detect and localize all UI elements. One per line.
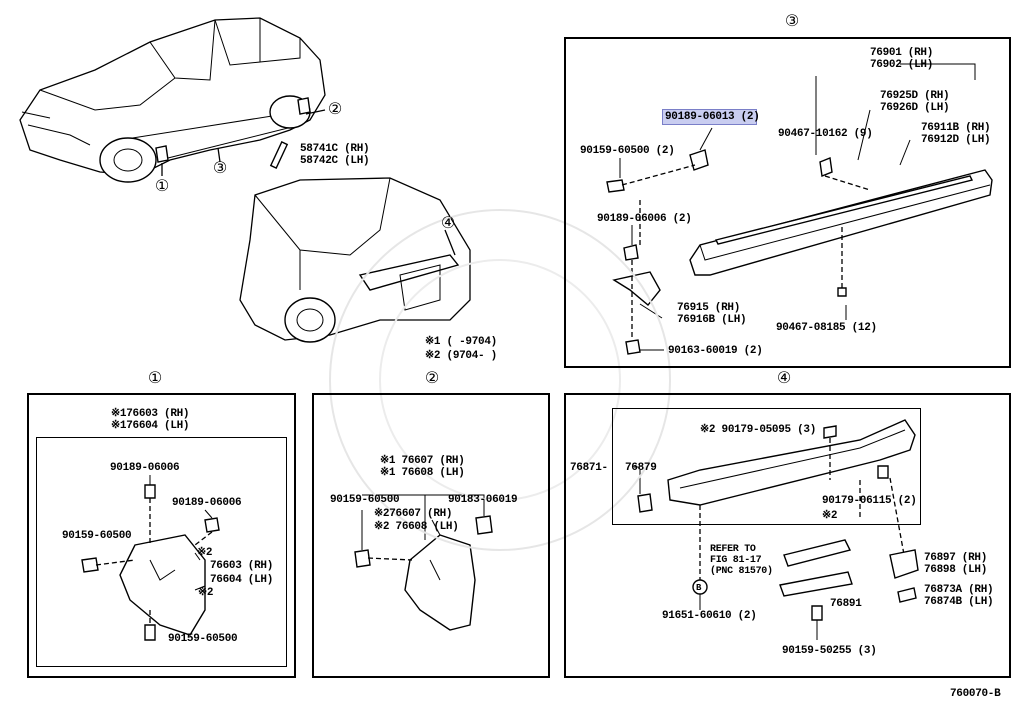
- rear-mudguard-drawing: [354, 494, 493, 631]
- rear-spoiler-drawing: [634, 419, 919, 640]
- s2-header-lh[interactable]: ※1 76608 (LH): [380, 467, 465, 479]
- part-90467-08185[interactable]: 90467-08185 (12): [776, 322, 877, 334]
- part-90183-06019[interactable]: 90183-06019: [448, 494, 518, 506]
- figure-code: 760070-B: [950, 688, 1001, 700]
- section4-heading: ④: [776, 368, 792, 387]
- s1-header-rh[interactable]: ※176603 (RH): [111, 408, 190, 420]
- part-76874b[interactable]: 76874B (LH): [924, 596, 994, 608]
- rocker-panel-drawing: [606, 63, 993, 355]
- sedan-rear-illustration: [239, 177, 471, 343]
- part-91651-60610[interactable]: 91651-60610 (2): [662, 610, 757, 622]
- part-90159-60500-b[interactable]: 90159-60500: [168, 633, 238, 645]
- part-90159-50255[interactable]: 90159-50255 (3): [782, 645, 877, 657]
- part-90467-10162[interactable]: 90467-10162 (9): [778, 128, 873, 140]
- part-76879[interactable]: 76879: [625, 462, 657, 474]
- part-90163-60019[interactable]: 90163-60019 (2): [668, 345, 763, 357]
- part-76604[interactable]: 76604 (LH): [210, 574, 274, 586]
- part-58741c[interactable]: 58741C (RH): [300, 143, 370, 155]
- part-90179-05095[interactable]: ※2 90179-05095 (3): [700, 424, 817, 436]
- section4-inner-frame: [612, 408, 921, 525]
- section2-frame: [312, 393, 550, 678]
- note-star1: ※1 ( -9704): [425, 336, 497, 348]
- part-90159-60500-s3[interactable]: 90159-60500 (2): [580, 145, 675, 157]
- part-58742c[interactable]: 58742C (LH): [300, 155, 370, 167]
- section2-heading: ②: [424, 368, 440, 387]
- car-callout-1[interactable]: ①: [154, 176, 170, 195]
- section1-frame: [27, 393, 296, 678]
- part-76915[interactable]: 76915 (RH): [677, 302, 741, 314]
- car-callout-2[interactable]: ②: [327, 99, 343, 118]
- part-90189-06013[interactable]: 90189-06013 (2): [665, 111, 760, 123]
- b-marker: B: [696, 583, 702, 593]
- part-90189-06006-a[interactable]: 90189-06006: [110, 462, 180, 474]
- part-76912d[interactable]: 76912D (LH): [921, 134, 991, 146]
- part-76873a[interactable]: 76873A (RH): [924, 584, 994, 596]
- section1-heading: ①: [147, 368, 163, 387]
- part-76898[interactable]: 76898 (LH): [924, 564, 988, 576]
- refer-line1: REFER TO: [710, 544, 756, 555]
- note-star2: ※2 (9704- ): [425, 350, 497, 362]
- part-76911b[interactable]: 76911B (RH): [921, 122, 991, 134]
- s2-header-rh[interactable]: ※1 76607 (RH): [380, 455, 465, 467]
- front-mudguard-drawing: [81, 475, 220, 641]
- part-276608[interactable]: ※2 76608 (LH): [374, 521, 459, 533]
- part-90179-06115[interactable]: 90179-06115 (2): [822, 495, 917, 507]
- section4-frame: [564, 393, 1011, 678]
- part-76925d[interactable]: 76925D (RH): [880, 90, 950, 102]
- sedan-side-illustration: [19, 17, 326, 183]
- part-90189-06006-b[interactable]: 90189-06006: [172, 497, 242, 509]
- part-76901[interactable]: 76901 (RH): [870, 47, 934, 59]
- section1-inner-frame: [36, 437, 287, 667]
- refer-line3[interactable]: (PNC 81570): [710, 566, 773, 577]
- part-76916b[interactable]: 76916B (LH): [677, 314, 747, 326]
- part-90159-60500-a[interactable]: 90159-60500: [62, 530, 132, 542]
- s1-mark2-a: ※2: [197, 547, 213, 559]
- part-276607[interactable]: ※276607 (RH): [374, 508, 453, 520]
- refer-line2: FIG 81-17: [710, 555, 762, 566]
- part-76926d[interactable]: 76926D (LH): [880, 102, 950, 114]
- car-callout-4[interactable]: ④: [440, 213, 456, 232]
- part-76603[interactable]: 76603 (RH): [210, 560, 274, 572]
- car-callout-3[interactable]: ③: [212, 158, 228, 177]
- highlight-90189-06013: [662, 109, 757, 125]
- part-90159-60500-s2[interactable]: 90159-60500: [330, 494, 400, 506]
- part-76891[interactable]: 76891: [830, 598, 862, 610]
- part-76871[interactable]: 76871-: [570, 462, 608, 474]
- s1-header-lh[interactable]: ※176604 (LH): [111, 420, 190, 432]
- part-76897[interactable]: 76897 (RH): [924, 552, 988, 564]
- section3-frame: [564, 37, 1011, 368]
- s4-mark2: ※2: [822, 510, 838, 522]
- s1-mark2-b: ※2: [198, 587, 214, 599]
- part-76902[interactable]: 76902 (LH): [870, 59, 934, 71]
- section3-heading: ③: [784, 11, 800, 30]
- part-90189-06006-s3[interactable]: 90189-06006 (2): [597, 213, 692, 225]
